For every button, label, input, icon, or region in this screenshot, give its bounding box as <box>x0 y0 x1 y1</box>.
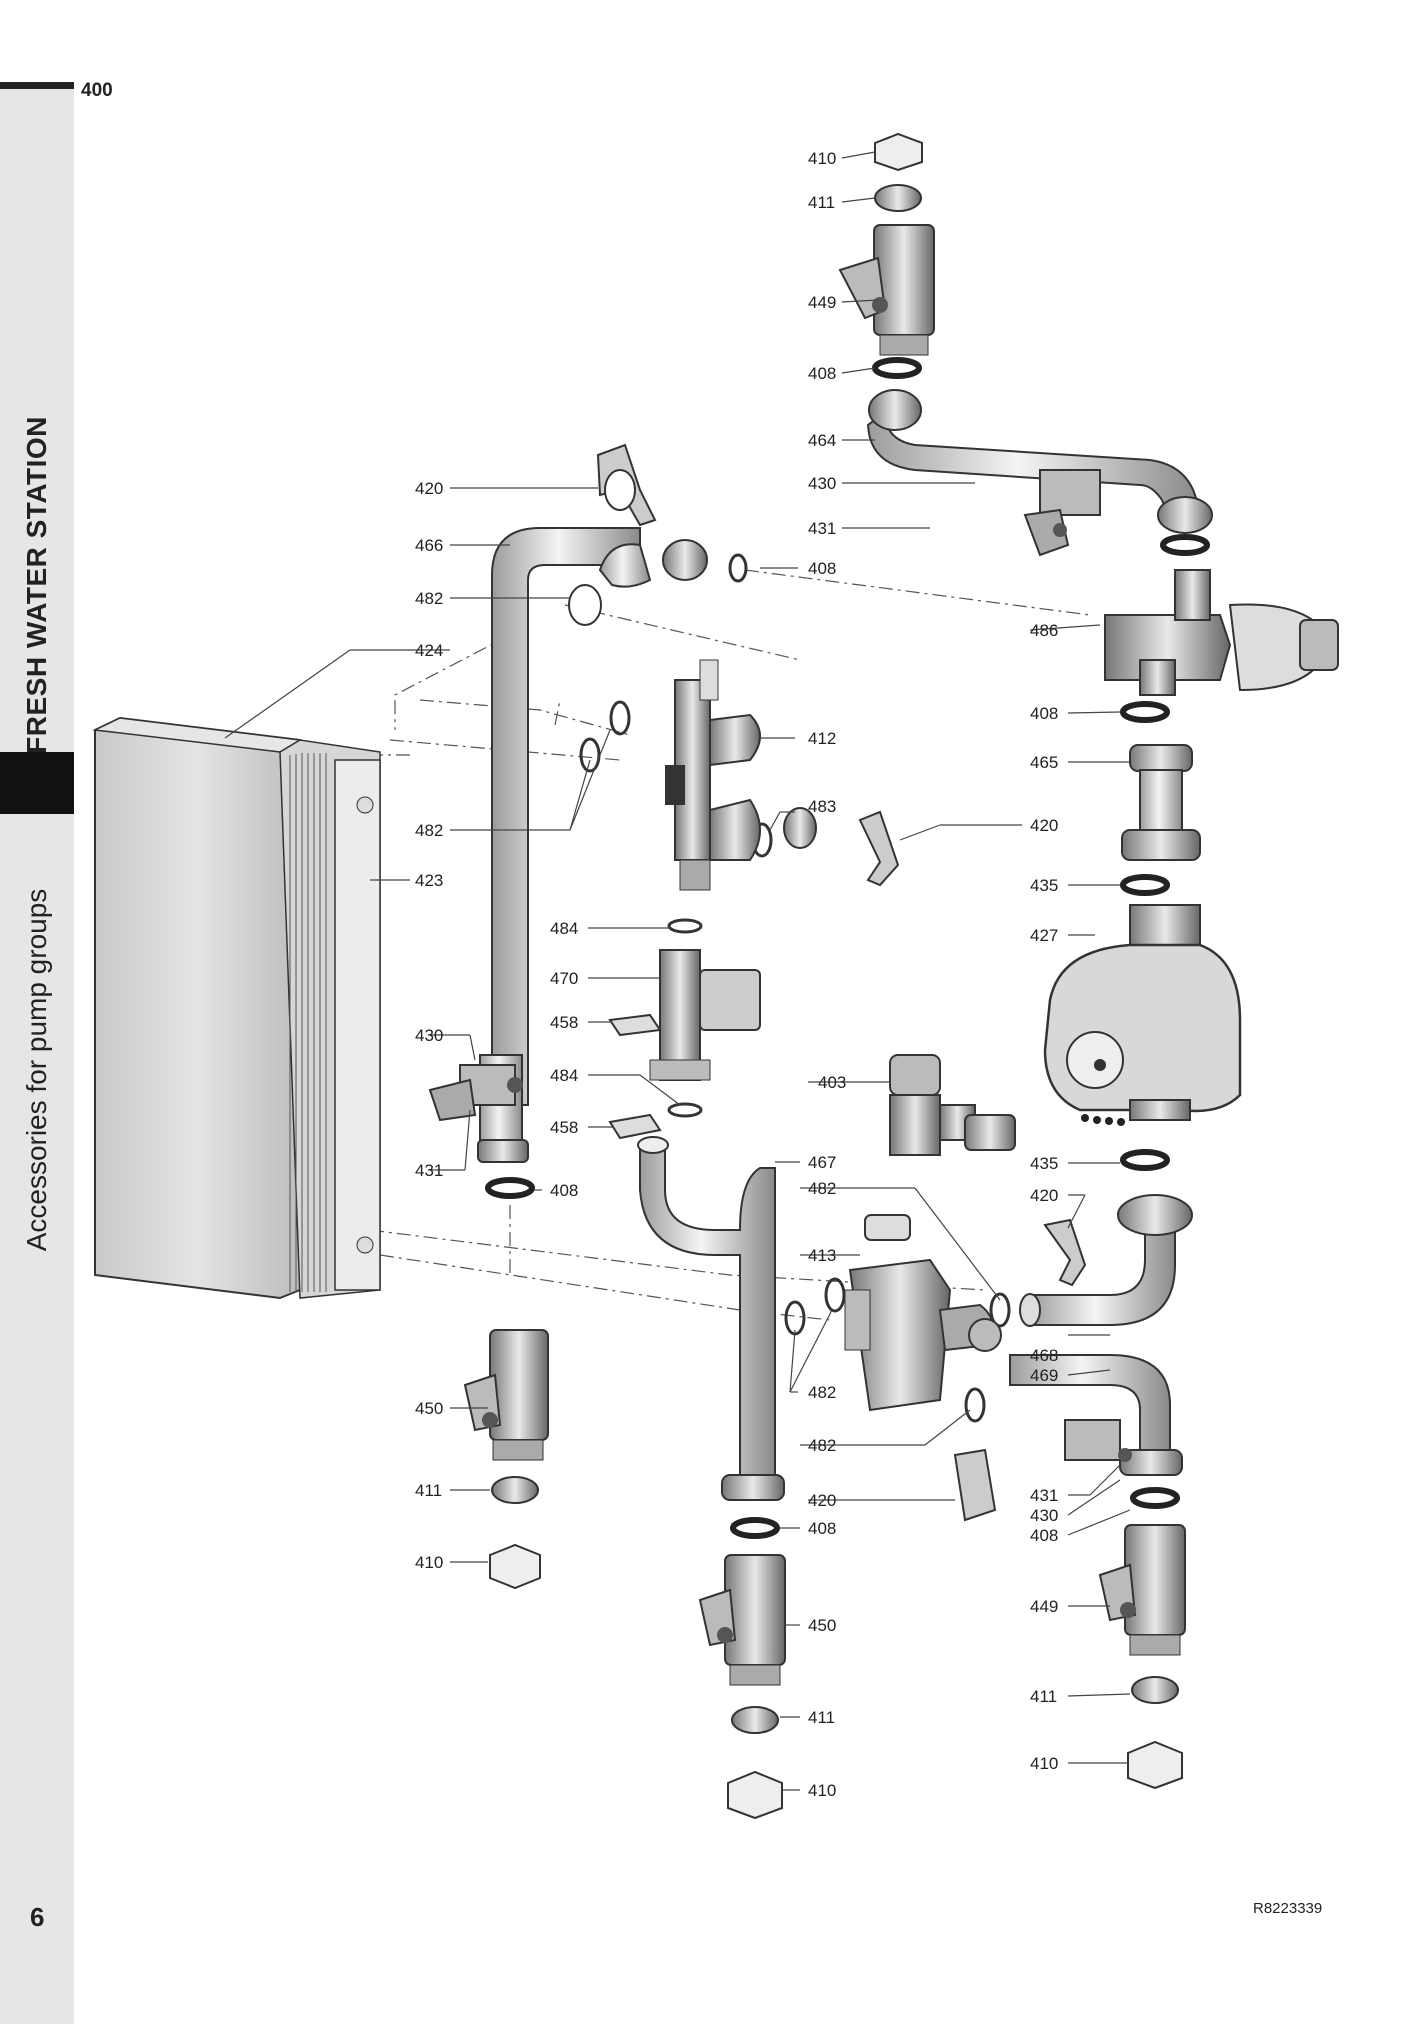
callout-435-b: 435 <box>1030 1154 1058 1173</box>
callout-467: 467 <box>808 1153 836 1172</box>
callout-408-e: 408 <box>808 1519 836 1538</box>
callout-468: 468 <box>1030 1346 1058 1365</box>
ball-valve-450-left <box>463 1329 549 1461</box>
callout-410-right: 410 <box>1030 1754 1058 1773</box>
callout-420-bottom: 420 <box>808 1491 836 1510</box>
callout-408-f: 408 <box>1030 1526 1058 1545</box>
callout-430-top: 430 <box>808 474 836 493</box>
pipe-469 <box>1009 1354 1183 1476</box>
callout-450-left: 450 <box>415 1399 443 1418</box>
callout-410-top: 410 <box>808 149 836 168</box>
callout-410-left: 410 <box>415 1553 443 1572</box>
callout-411-right: 411 <box>1030 1687 1057 1706</box>
callout-411-bottom: 411 <box>808 1708 835 1727</box>
relief-valve-403 <box>889 1054 1016 1156</box>
fitting-486 <box>1104 569 1339 696</box>
leader-lines <box>224 151 1131 1791</box>
callout-430-left: 430 <box>415 1026 443 1045</box>
callout-424: 424 <box>415 641 443 660</box>
callout-482-c: 482 <box>808 1179 836 1198</box>
callout-484-b: 484 <box>550 1066 578 1085</box>
callout-420-top: 420 <box>415 479 443 498</box>
callout-435-a: 435 <box>1030 876 1058 895</box>
ball-valve-449-top <box>838 224 935 356</box>
clip-420-bottom <box>953 1448 997 1522</box>
nipple-465 <box>1121 744 1201 861</box>
ball-valve-449-right <box>1098 1524 1186 1656</box>
nut-410-top <box>874 132 923 172</box>
pipe-467 <box>637 1136 785 1501</box>
pump-427 <box>1043 904 1242 1126</box>
heat-exchanger <box>92 716 381 1300</box>
callout-482-b: 482 <box>415 821 443 840</box>
callout-449-top: 449 <box>808 293 836 312</box>
callout-482-a: 482 <box>415 589 443 608</box>
valve-413 <box>844 1214 1002 1412</box>
reference-code: R8223339 <box>1253 1900 1323 1917</box>
callout-420-lower: 420 <box>1030 1186 1058 1205</box>
callout-458-b: 458 <box>550 1118 578 1137</box>
callout-482-d: 482 <box>808 1383 836 1402</box>
nut-410-right <box>1127 1740 1183 1790</box>
callout-427: 427 <box>1030 926 1058 945</box>
callout-412: 412 <box>808 729 836 748</box>
callout-466: 466 <box>415 536 443 555</box>
callout-430-right: 430 <box>1030 1506 1058 1525</box>
fitting-483 <box>783 807 817 849</box>
pipe-466 <box>491 527 708 1106</box>
sidebar-band <box>0 84 74 2024</box>
alignment-lines <box>369 569 1091 1321</box>
callout-408-a: 408 <box>808 364 836 383</box>
callout-431-right: 431 <box>1030 1486 1058 1505</box>
callout-465: 465 <box>1030 753 1058 772</box>
callout-484-a: 484 <box>550 919 578 938</box>
callout-431-top: 431 <box>808 519 836 538</box>
callout-450-bottom: 450 <box>808 1616 836 1635</box>
flow-meter-470 <box>649 949 761 1081</box>
insert-411-bottom <box>731 1706 779 1734</box>
insert-411-top <box>874 184 922 212</box>
callout-423: 423 <box>415 871 443 890</box>
insert-411-right <box>1131 1676 1179 1704</box>
valve-430-left <box>428 1054 529 1163</box>
callout-458-a: 458 <box>550 1013 578 1032</box>
callout-431-left: 431 <box>415 1161 443 1180</box>
callout-420-right: 420 <box>1030 816 1058 835</box>
callout-410-bottom: 410 <box>808 1781 836 1800</box>
sidebar-top-rule <box>0 82 74 89</box>
pipe-468 <box>1019 1194 1193 1327</box>
callout-469: 469 <box>1030 1366 1058 1385</box>
valve-430-top <box>1023 469 1101 557</box>
pipe-464 <box>866 389 1213 534</box>
callout-482-e: 482 <box>808 1436 836 1455</box>
sidebar-marker <box>0 752 74 814</box>
callout-449-right: 449 <box>1030 1597 1058 1616</box>
callout-408-d: 408 <box>550 1181 578 1200</box>
ball-valve-450-bottom <box>698 1554 786 1686</box>
callout-413: 413 <box>808 1246 836 1265</box>
clip-420-right <box>858 810 900 887</box>
nut-410-bottom <box>727 1770 783 1820</box>
callout-411-top: 411 <box>808 193 835 212</box>
clip-420-lower <box>1043 1218 1087 1287</box>
callout-470: 470 <box>550 969 578 988</box>
callout-464: 464 <box>808 431 836 450</box>
insert-411-left <box>491 1476 539 1504</box>
callout-403: 403 <box>818 1073 846 1092</box>
clamps-458 <box>608 1013 662 1140</box>
diagram-code: 400 <box>81 80 113 101</box>
callout-483: 483 <box>808 797 836 816</box>
callout-411-left: 411 <box>415 1481 442 1500</box>
clip-420-top <box>596 443 657 527</box>
callout-408-c: 408 <box>1030 704 1058 723</box>
nut-410-left <box>489 1543 541 1590</box>
page-number: 6 <box>30 1902 45 1932</box>
callout-486: 486 <box>1030 621 1058 640</box>
valve-412 <box>665 659 761 891</box>
callout-labels: 410 411 449 408 464 430 431 420 466 408 … <box>415 149 1058 1800</box>
callout-408-b: 408 <box>808 559 836 578</box>
